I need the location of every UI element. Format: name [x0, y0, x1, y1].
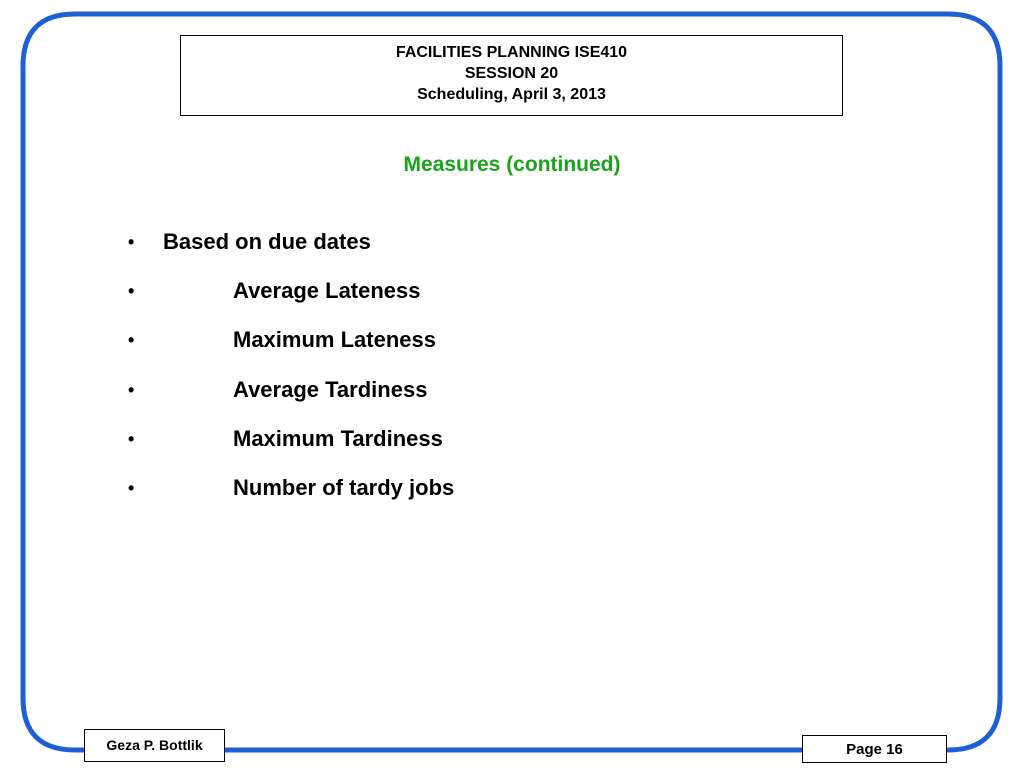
- bullet-text: Average Tardiness: [233, 376, 428, 402]
- bullet-text: Average Lateness: [233, 278, 421, 304]
- slide-subtitle: Measures (continued): [403, 153, 621, 176]
- bullet-text: Maximum Lateness: [233, 327, 436, 353]
- lecture-date: Scheduling, April 3, 2013: [417, 86, 606, 103]
- bullet-marker: •: [128, 428, 135, 449]
- bullet-marker: •: [128, 281, 135, 302]
- header-box: FACILITIES PLANNING ISE410 SESSION 20 Sc…: [180, 35, 843, 116]
- bullet-text: Based on due dates: [163, 229, 371, 254]
- session-title: SESSION 20: [464, 65, 559, 82]
- slide-border: [20, 11, 1003, 753]
- bullet-marker: •: [128, 379, 135, 400]
- page-number: Page 16: [802, 735, 947, 763]
- course-title: FACILITIES PLANNING ISE410: [395, 44, 628, 61]
- bullet-marker: •: [128, 330, 135, 351]
- author-footer: Geza P. Bottlik: [84, 729, 225, 762]
- bullet-marker: •: [128, 477, 135, 498]
- bullet-text: Maximum Tardiness: [233, 425, 443, 451]
- bullet-text: Number of tardy jobs: [233, 474, 455, 500]
- bullet-marker: •: [128, 232, 135, 252]
